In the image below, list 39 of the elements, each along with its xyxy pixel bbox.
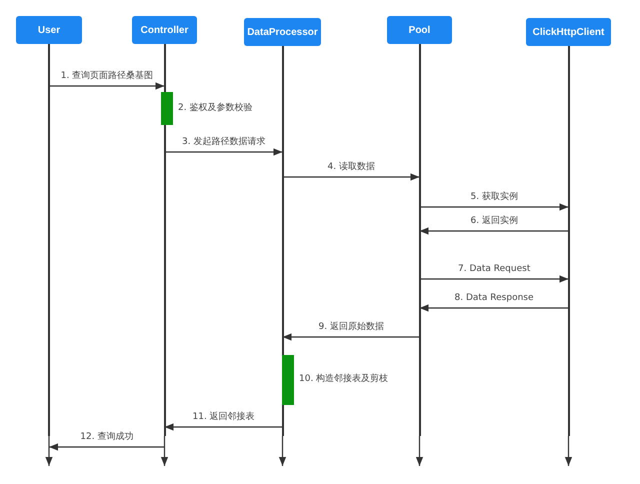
lifeline xyxy=(282,46,284,436)
message-arrow xyxy=(282,333,420,341)
lifeline xyxy=(418,44,420,436)
participant-box: User xyxy=(16,16,82,44)
activation-bar xyxy=(161,92,173,125)
lifeline-end-arrow xyxy=(416,436,424,466)
activation-bar xyxy=(282,355,294,405)
edge-label: 7. Data Request xyxy=(457,264,532,275)
lifeline xyxy=(568,46,570,436)
lifeline-end-arrow xyxy=(278,436,286,466)
edge-label: 6. 返回实例 xyxy=(470,216,519,227)
message-arrow xyxy=(420,203,568,211)
lifeline-end-arrow xyxy=(160,436,168,466)
edge-label: 4. 读取数据 xyxy=(326,162,376,173)
edge-label: 8. Data Response xyxy=(454,293,535,304)
lifeline xyxy=(164,44,166,436)
message-arrow xyxy=(49,443,164,451)
lifeline xyxy=(48,44,50,436)
edge-label: 9. 返回原始数据 xyxy=(318,322,385,333)
participant-box: Pool xyxy=(387,16,452,44)
message-arrow xyxy=(164,148,282,156)
message-arrow xyxy=(420,304,568,312)
lifeline-end-arrow xyxy=(564,436,572,466)
message-arrow xyxy=(164,423,282,431)
edge-label: 12. 查询成功 xyxy=(79,432,134,443)
message-arrow xyxy=(282,173,420,181)
lifeline-end-arrow xyxy=(45,436,53,466)
message-arrow xyxy=(420,275,568,283)
activation-label: 10. 构造邻接表及剪枝 xyxy=(298,374,390,385)
edge-label: 5. 获取实例 xyxy=(470,192,519,203)
participant-box: DataProcessor xyxy=(244,18,321,46)
activation-label: 2. 鉴权及参数校验 xyxy=(177,102,254,114)
message-arrow xyxy=(49,82,164,90)
edge-label: 3. 发起路径数据请求 xyxy=(181,137,266,148)
message-arrow xyxy=(420,227,568,235)
edge-label: 1. 查询页面路径桑基图 xyxy=(60,71,154,82)
edge-label: 11. 返回邻接表 xyxy=(192,412,256,423)
participant-box: Controller xyxy=(132,16,197,44)
participant-box: ClickHttpClient xyxy=(526,18,611,46)
